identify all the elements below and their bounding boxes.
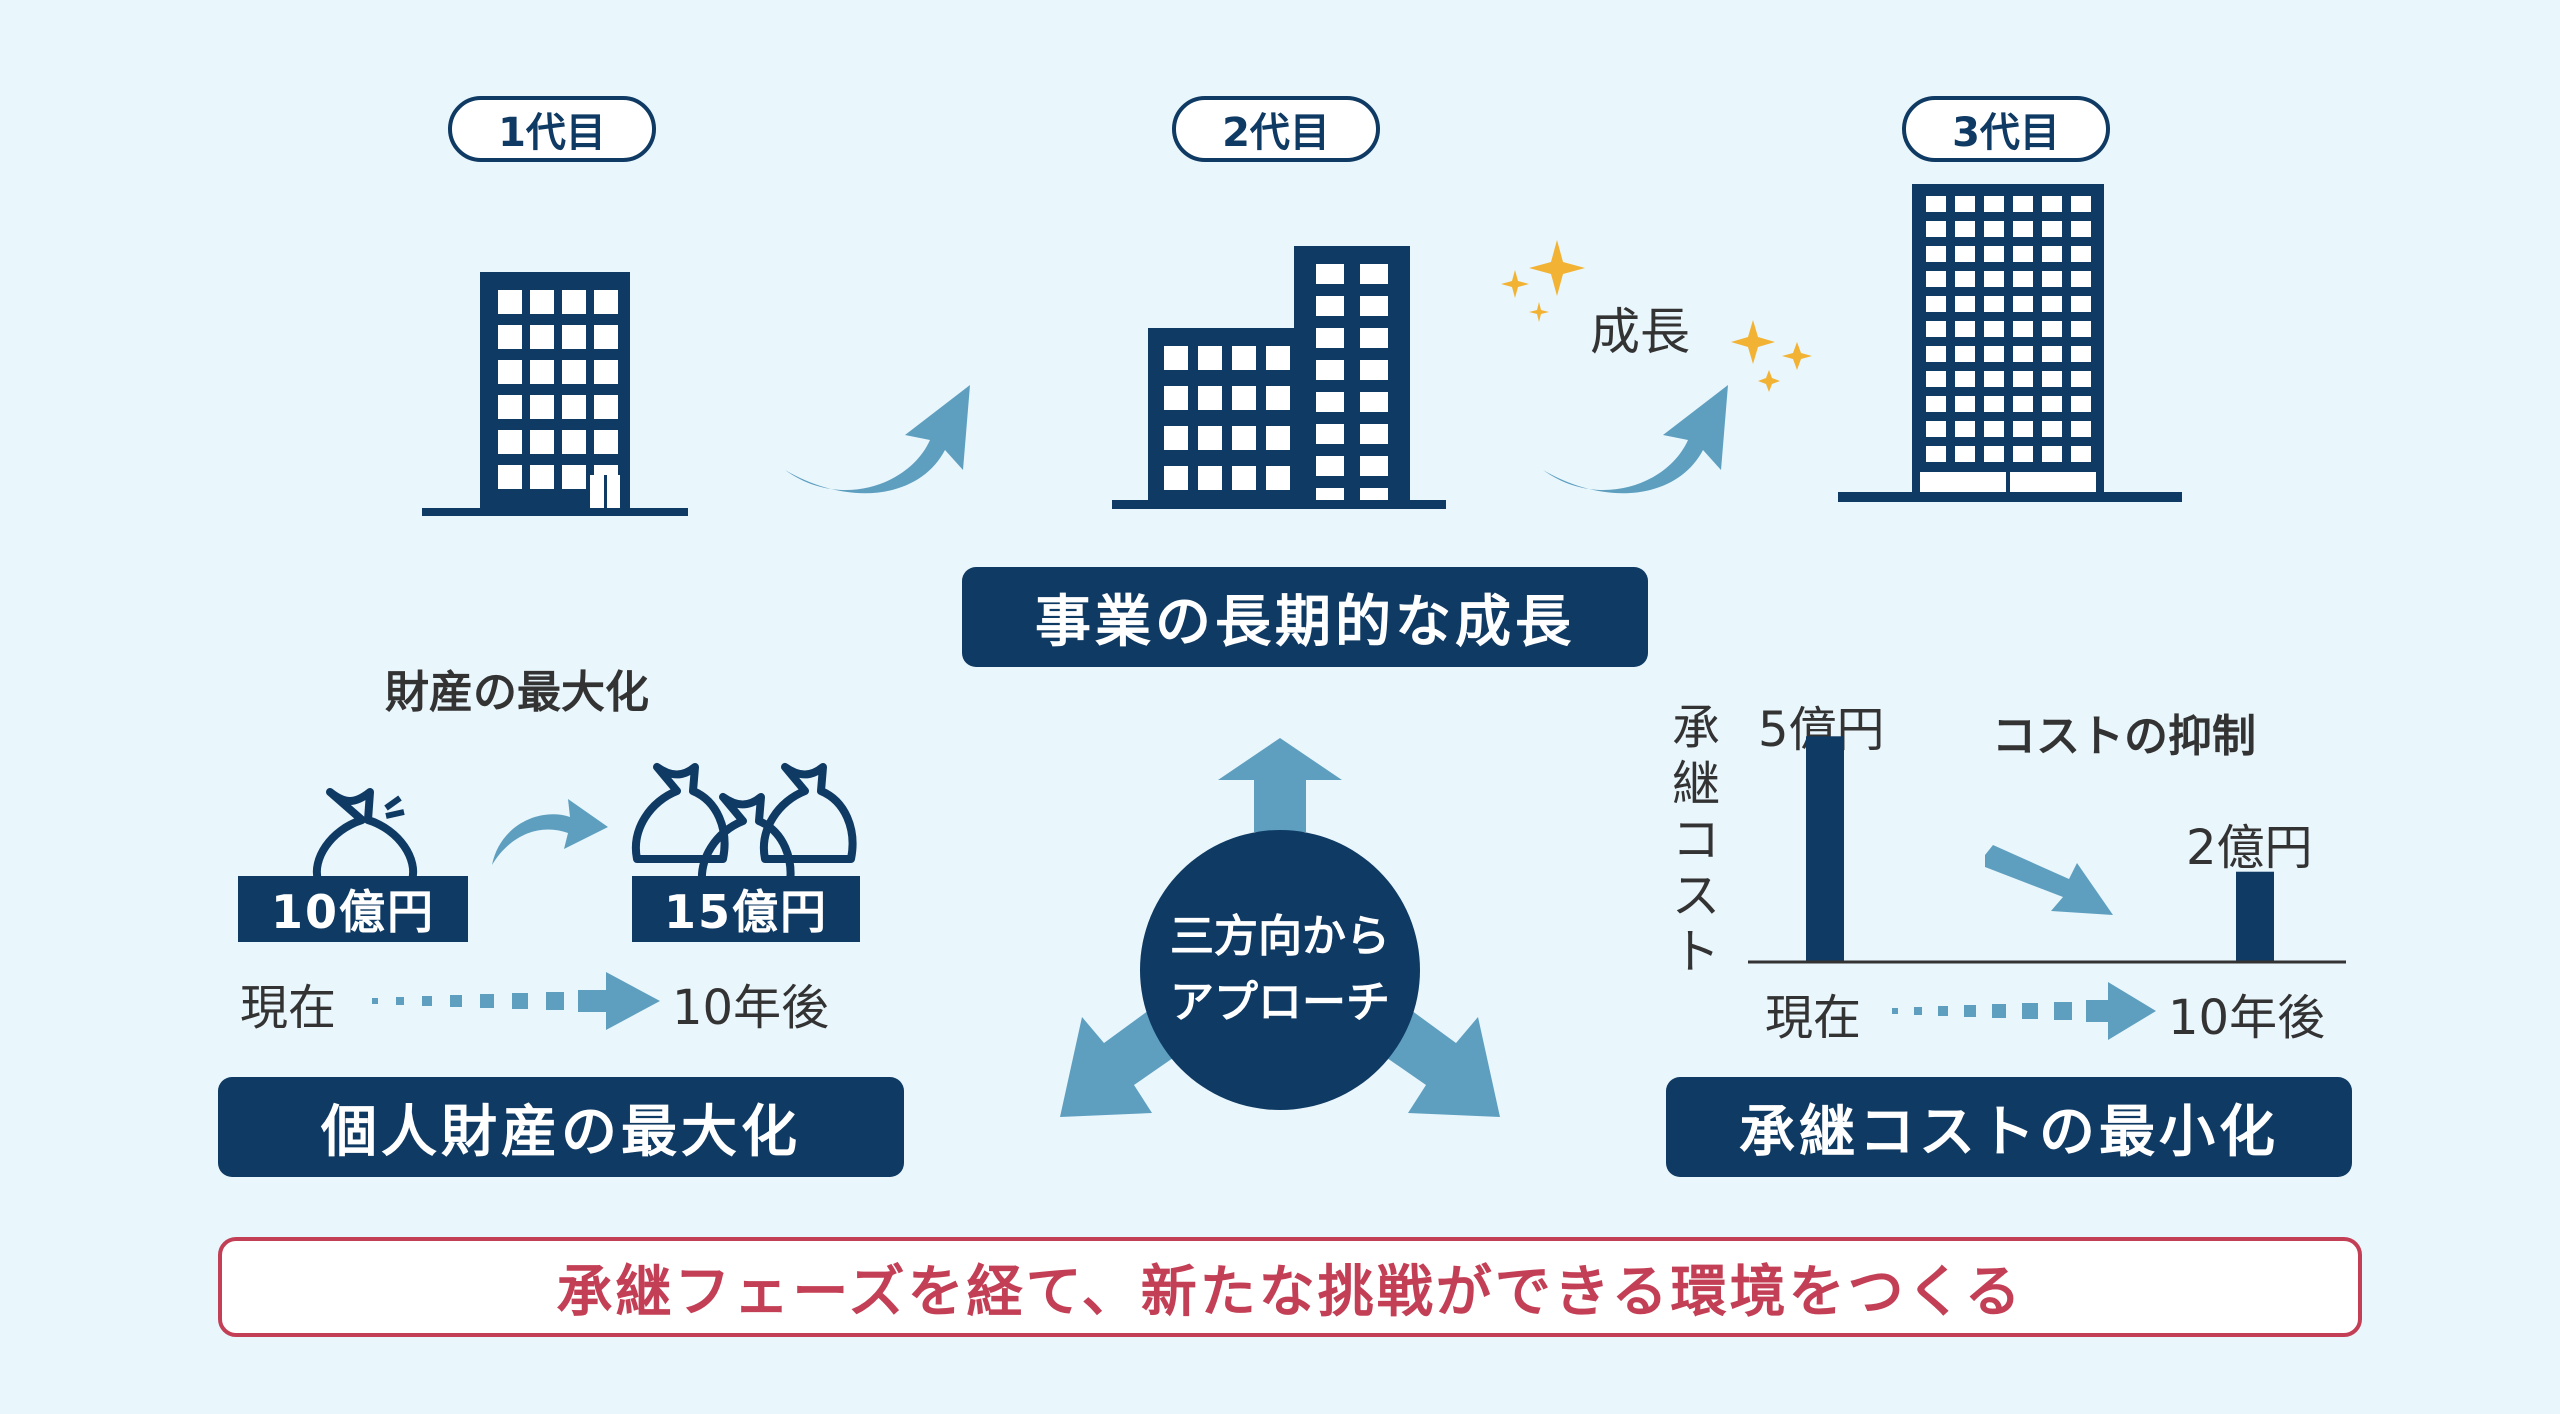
money-bags-icon-large bbox=[631, 763, 857, 893]
approach-line-1: 三方向から bbox=[1170, 911, 1390, 962]
dotted-arrow-icon-wealth bbox=[372, 972, 660, 1030]
cost-later-label: 10年後 bbox=[2168, 990, 2326, 1046]
curved-arrow-icon-2 bbox=[1543, 385, 1728, 494]
cost-bar-label-future: 2億円 bbox=[2186, 820, 2313, 876]
cost-bar-0 bbox=[1806, 736, 1844, 962]
wealth-later-label: 10年後 bbox=[672, 980, 830, 1036]
gen3-pill: 3代目 bbox=[1902, 96, 2110, 162]
cost-now-label: 現在 bbox=[1765, 990, 1862, 1046]
dotted-arrow-icon-cost bbox=[1892, 982, 2156, 1040]
cost-axis-label: 承継コスト bbox=[1671, 700, 1720, 980]
gen2-pill: 2代目 bbox=[1172, 96, 1380, 162]
wealth-title: 個人財産の最大化 bbox=[218, 1077, 904, 1177]
sparkle-icon-left bbox=[1501, 240, 1585, 322]
cost-heading: コストの抑制 bbox=[1992, 711, 2256, 762]
sparkle-icon-right bbox=[1731, 320, 1812, 392]
bottom-banner: 承継フェーズを経て、新たな挑戦ができる環境をつくる bbox=[218, 1237, 2362, 1337]
wealth-now-label: 現在 bbox=[240, 980, 337, 1036]
cost-title: 承継コストの最小化 bbox=[1666, 1077, 2352, 1177]
money-bag-icon-small bbox=[312, 788, 418, 884]
gen1-pill: 1代目 bbox=[448, 96, 656, 162]
curved-arrow-icon-1 bbox=[785, 385, 970, 494]
down-right-arrow-icon bbox=[1985, 845, 2113, 915]
current-wealth-box: 10億円 bbox=[238, 876, 468, 942]
arrow-lower-right-icon bbox=[1374, 1005, 1500, 1117]
arrow-up-icon bbox=[1218, 738, 1342, 832]
growth-label: 成長 bbox=[1590, 303, 1690, 361]
cost-bar-1 bbox=[2236, 871, 2274, 962]
approach-line-2: アプローチ bbox=[1170, 977, 1390, 1028]
future-wealth-box: 15億円 bbox=[632, 876, 860, 942]
wealth-heading: 財産の最大化 bbox=[385, 667, 649, 718]
approach-circle: 三方向から アプローチ bbox=[1140, 830, 1420, 1110]
business-growth-title: 事業の長期的な成長 bbox=[962, 567, 1648, 667]
curved-arrow-icon-small bbox=[492, 799, 608, 865]
